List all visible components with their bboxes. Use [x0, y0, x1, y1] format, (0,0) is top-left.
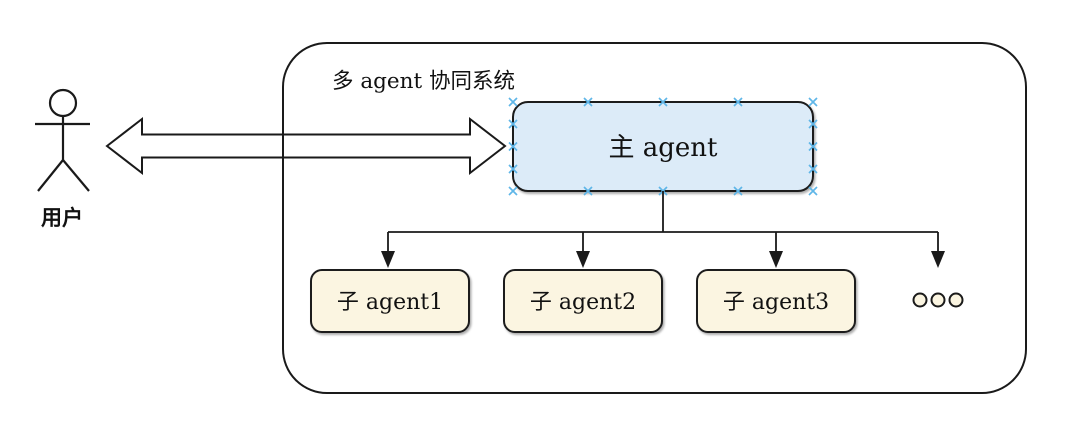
sub-agent-node-3[interactable]: 子 agent3 [696, 269, 856, 333]
system-title: 多 agent 协同系统 [332, 69, 515, 94]
system-boundary-box[interactable] [282, 42, 1027, 394]
arrowhead-icon [576, 251, 590, 268]
arrowhead-icon [381, 251, 395, 268]
stick-person-icon[interactable] [35, 88, 90, 192]
connector-tree[interactable] [381, 191, 945, 268]
main-agent-node[interactable]: 主 agent [512, 101, 814, 192]
user-label: 用户 [41, 205, 83, 230]
bidirectional-arrow-icon[interactable] [105, 116, 507, 176]
sub-agent-label-3: 子 agent3 [723, 290, 829, 315]
sub-agent-label-1: 子 agent1 [337, 290, 443, 315]
sub-agent-label-2: 子 agent2 [530, 290, 636, 315]
main-agent-label: 主 agent [609, 133, 719, 163]
arrowhead-icon [769, 251, 783, 268]
sub-agent-node-1[interactable]: 子 agent1 [310, 269, 470, 333]
more-agents-ellipsis-icon[interactable] [912, 292, 964, 308]
sub-agent-node-2[interactable]: 子 agent2 [503, 269, 663, 333]
arrowhead-icon [931, 251, 945, 268]
